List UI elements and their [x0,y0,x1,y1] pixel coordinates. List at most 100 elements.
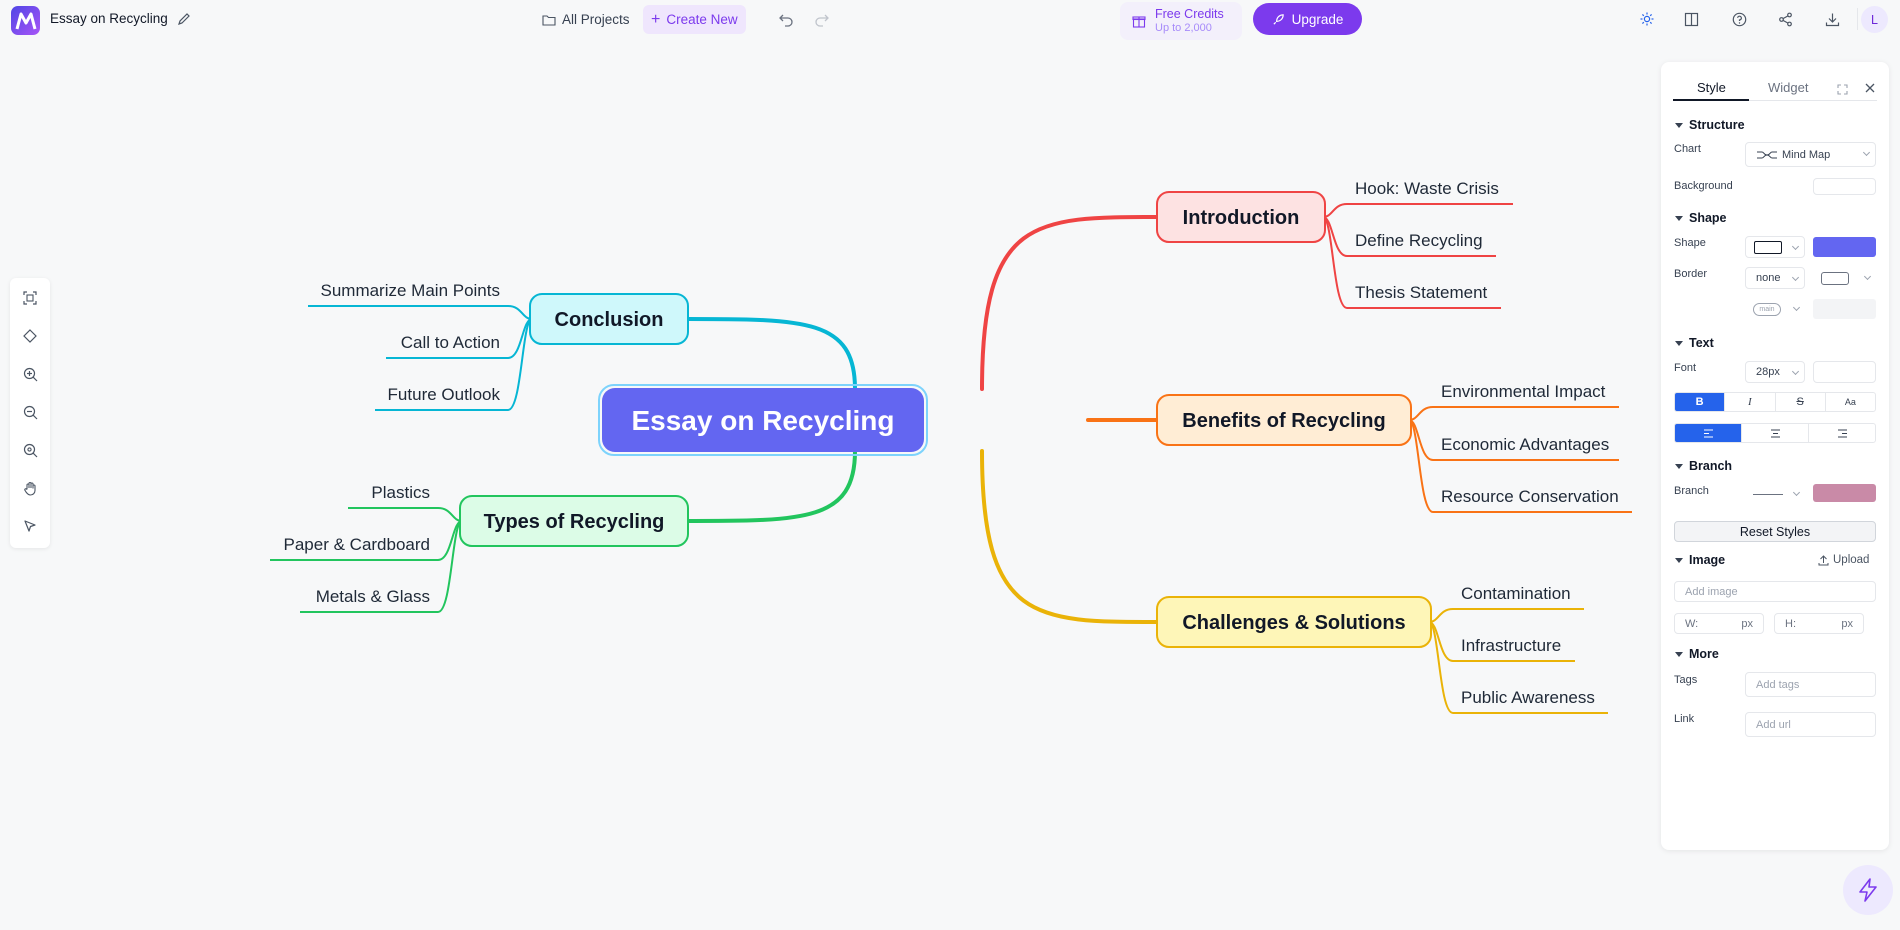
branch-label: Branch [1674,485,1709,497]
child-topic[interactable]: Metals & Glass [316,587,430,606]
branch-node-challenges[interactable] [1156,596,1432,648]
expand-panel-button[interactable] [1837,82,1848,100]
layout-button[interactable] [1681,9,1701,29]
upgrade-button[interactable]: Upgrade [1253,3,1362,35]
ai-assistant-button[interactable] [1843,865,1893,915]
text-case-button[interactable]: Aa [1844,397,1856,407]
logo-icon [15,12,36,29]
root-node[interactable] [602,388,924,452]
app-logo[interactable] [11,6,40,35]
user-avatar[interactable]: L [1861,6,1888,33]
upload-image-button[interactable]: Upload [1818,554,1869,566]
toolbar-divider [1857,8,1858,30]
border-color-select[interactable] [1813,267,1876,289]
child-topic[interactable]: Hook: Waste Crisis [1355,179,1499,198]
bold-button[interactable]: B [1675,393,1726,411]
child-topic[interactable]: Call to Action [401,333,500,352]
branch-node-types[interactable] [459,495,689,547]
child-topic[interactable]: Define Recycling [1355,231,1483,250]
font-color-picker[interactable] [1813,361,1876,383]
shape-label: Shape [1674,237,1706,249]
branch-style-select[interactable] [1745,483,1805,505]
image-height-input[interactable]: H: px [1774,613,1864,634]
redo-button[interactable] [806,5,838,34]
border-label: Border [1674,268,1708,280]
pan-tool-button[interactable] [20,478,40,498]
section-text[interactable]: Text [1675,336,1714,350]
border-style-select[interactable]: none [1745,267,1805,289]
child-topic[interactable]: Resource Conservation [1441,487,1619,506]
section-branch[interactable]: Branch [1675,459,1732,473]
branch-label: Conclusion [555,309,664,331]
font-size-select[interactable]: 28px [1745,361,1805,383]
section-more[interactable]: More [1675,647,1719,661]
align-right-button[interactable] [1809,424,1875,442]
close-panel-button[interactable] [1864,81,1876,99]
undo-button[interactable] [770,5,802,34]
child-topic[interactable]: Plastics [371,483,430,502]
strikethrough-button[interactable]: S [1776,393,1826,411]
download-button[interactable] [1822,9,1842,29]
root-topic[interactable]: Essay on Recycling [598,384,928,456]
zoom-reset-button[interactable] [20,440,40,460]
font-label: Font [1674,362,1697,374]
theme-toggle-button[interactable] [1637,9,1657,29]
create-new-button[interactable]: + Create New [643,5,746,34]
child-topic[interactable]: Economic Advantages [1441,435,1609,454]
branch-node-conclusion[interactable] [529,293,689,345]
pencil-icon[interactable] [176,11,192,27]
align-left-button[interactable] [1675,424,1742,442]
child-topic[interactable]: Infrastructure [1461,636,1561,655]
image-width-input[interactable]: W: px [1674,613,1764,634]
italic-button[interactable]: I [1725,393,1776,411]
redo-icon [815,14,829,27]
section-structure[interactable]: Structure [1675,118,1745,132]
center-button[interactable] [20,326,40,346]
tab-style[interactable]: Style [1697,80,1726,95]
tab-widget[interactable]: Widget [1768,80,1809,95]
child-topic[interactable]: Contamination [1461,584,1571,603]
folder-icon [542,14,556,26]
upload-icon [1818,554,1829,565]
link-input[interactable]: Add url [1745,712,1876,737]
align-center-button[interactable] [1742,424,1809,442]
zoom-out-button[interactable] [20,402,40,422]
reset-styles-button[interactable]: Reset Styles [1674,521,1876,542]
section-image[interactable]: Image [1675,553,1725,567]
help-button[interactable] [1729,9,1749,29]
shape-color-swatch[interactable] [1813,237,1876,257]
fit-view-button[interactable] [20,288,40,308]
branch-node-benefits[interactable] [1156,394,1412,446]
zoom-in-button[interactable] [20,364,40,384]
child-topic[interactable]: Summarize Main Points [320,281,500,300]
add-image-input[interactable]: Add image [1674,581,1876,602]
height-label: H: [1785,617,1796,630]
child-topic[interactable]: Environmental Impact [1441,382,1606,401]
shape-extra-swatch[interactable] [1813,299,1876,319]
child-topic[interactable]: Thesis Statement [1355,283,1488,302]
branch-color-swatch[interactable] [1813,484,1876,502]
sun-icon [1640,12,1654,26]
branch-node-introduction[interactable] [1156,191,1326,243]
section-shape[interactable]: Shape [1675,211,1727,225]
child-topic[interactable]: Future Outlook [388,385,501,404]
child-topic[interactable]: Public Awareness [1461,688,1595,707]
tab-divider [1673,100,1877,101]
document-title[interactable]: Essay on Recycling [50,11,168,26]
shape-size-select[interactable]: main [1745,298,1805,320]
free-credits-button[interactable]: Free Credits Up to 2,000 [1120,2,1242,40]
shape-select[interactable] [1745,236,1805,258]
chart-type-select[interactable]: Mind Map [1745,142,1876,167]
background-color-picker[interactable] [1813,178,1876,195]
tags-input[interactable]: Add tags [1745,672,1876,697]
child-topic[interactable]: Paper & Cardboard [284,535,430,554]
all-projects-button[interactable]: All Projects [534,5,638,34]
share-button[interactable] [1775,9,1795,29]
select-tool-button[interactable] [20,516,40,536]
